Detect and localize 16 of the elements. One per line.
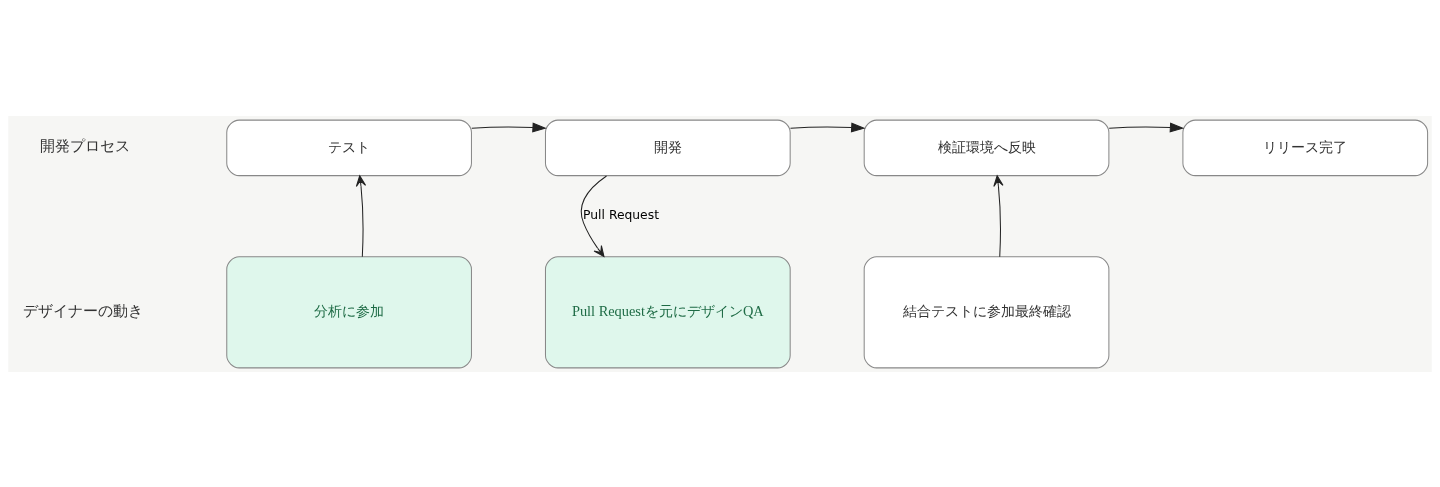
node-box: テスト [226,119,472,176]
node-box: 分析に参加 [226,255,472,368]
edge-label: Pull Request [583,207,659,222]
arrow [1108,121,1185,133]
node-box: リリース完了 [1182,119,1429,176]
arrow [471,121,547,133]
arrow [580,174,607,257]
arrow [355,174,367,257]
node-box: 検証環境へ反映 [863,119,1110,176]
label: デザイナーの動き [22,301,143,319]
arrow [993,174,1004,257]
node-box: 結合テストに参加最終確認 [863,255,1110,368]
arrow [789,121,866,133]
node-box: Pull Requestを元にデザインQA [544,255,791,368]
label: 開発プロセス [39,136,130,154]
node-box: 開発 [544,119,791,176]
